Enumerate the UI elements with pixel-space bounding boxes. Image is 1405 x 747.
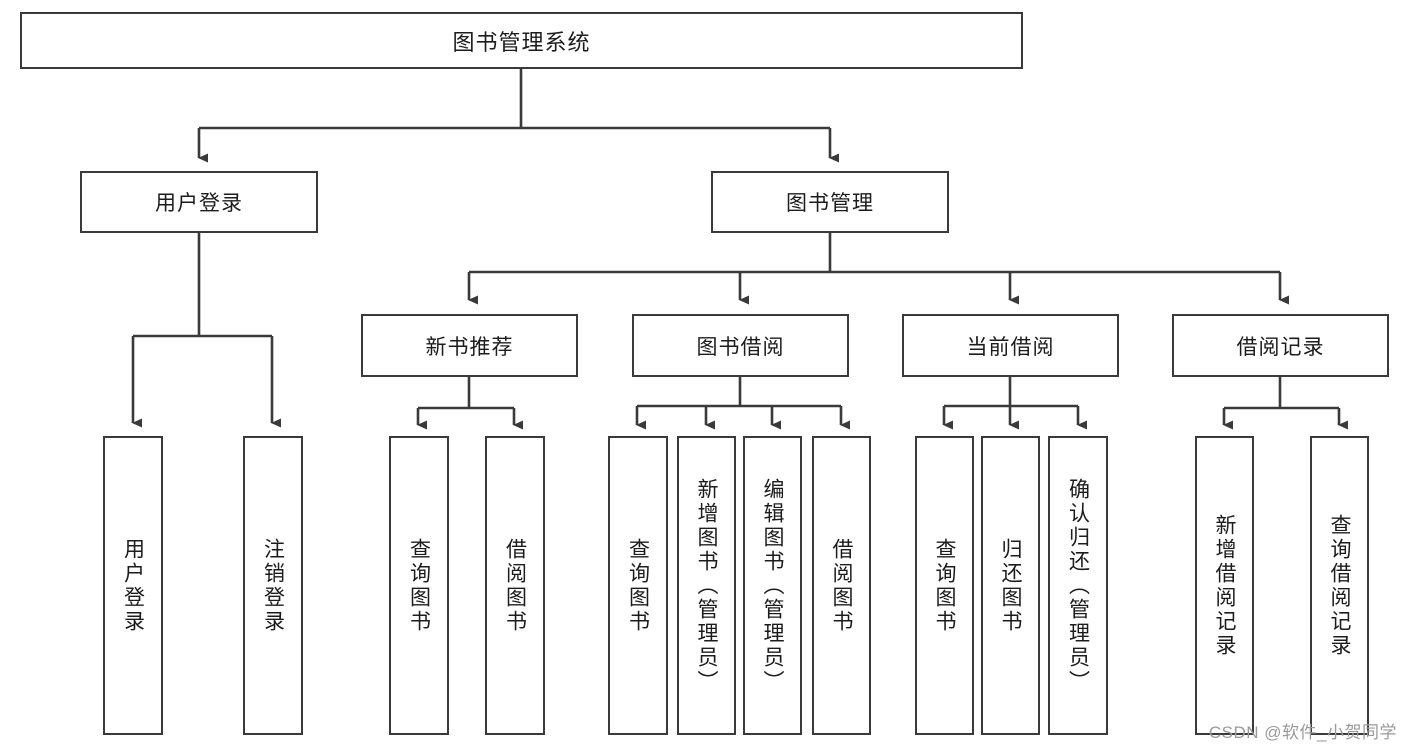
node-label: 图书管理: [786, 192, 874, 215]
node-leaf-return-book[interactable]: 归还图书: [981, 436, 1040, 735]
node-label: 图书管理系统: [452, 29, 591, 55]
node-label: 借阅图书: [830, 537, 854, 634]
node-leaf-logout-login[interactable]: 注销登录: [243, 436, 303, 735]
node-label: 用户登录: [155, 192, 243, 215]
node-leaf-query-borrow-record[interactable]: 查询借阅记录: [1310, 436, 1369, 735]
node-leaf-user-login[interactable]: 用户登录: [103, 436, 163, 735]
node-book-borrow[interactable]: 图书借阅: [632, 314, 849, 377]
node-new-book-recommend[interactable]: 新书推荐: [361, 314, 578, 377]
node-leaf-add-book-admin[interactable]: 新增图书（管理员）: [677, 436, 736, 735]
node-book-management[interactable]: 图书管理: [711, 171, 949, 233]
node-leaf-query-book-3[interactable]: 查询图书: [915, 436, 974, 735]
node-label: 查询借阅记录: [1328, 513, 1352, 658]
node-label: 图书借阅: [696, 335, 785, 359]
node-label: 用户登录: [121, 537, 145, 634]
node-leaf-borrow-book-1[interactable]: 借阅图书: [485, 436, 545, 735]
node-label: 编辑图书（管理员）: [761, 477, 785, 694]
node-label: 注销登录: [261, 537, 285, 634]
node-leaf-borrow-book-2[interactable]: 借阅图书: [812, 436, 871, 735]
node-user-login[interactable]: 用户登录: [80, 171, 318, 233]
node-label: 借阅图书: [503, 537, 527, 634]
node-label: 新书推荐: [425, 335, 514, 359]
connector-lines: [131, 69, 1348, 430]
node-leaf-query-book-1[interactable]: 查询图书: [389, 436, 449, 735]
node-leaf-query-book-2[interactable]: 查询图书: [608, 436, 668, 735]
node-borrow-record[interactable]: 借阅记录: [1172, 314, 1389, 377]
node-label: 新增借阅记录: [1213, 513, 1237, 658]
node-label: 借阅记录: [1236, 335, 1325, 359]
node-label: 归还图书: [999, 537, 1023, 634]
node-label: 查询图书: [933, 537, 957, 634]
node-label: 当前借阅: [966, 335, 1055, 359]
node-label: 确认归还（管理员）: [1066, 477, 1090, 694]
node-label: 查询图书: [626, 537, 650, 634]
node-leaf-edit-book-admin[interactable]: 编辑图书（管理员）: [743, 436, 802, 735]
node-root-book-management-system[interactable]: 图书管理系统: [20, 12, 1023, 69]
node-label: 新增图书（管理员）: [695, 477, 719, 694]
node-label: 查询图书: [407, 537, 431, 634]
node-current-borrow[interactable]: 当前借阅: [902, 314, 1119, 377]
node-leaf-confirm-return-admin[interactable]: 确认归还（管理员）: [1048, 436, 1108, 735]
node-leaf-add-borrow-record[interactable]: 新增借阅记录: [1195, 436, 1254, 735]
